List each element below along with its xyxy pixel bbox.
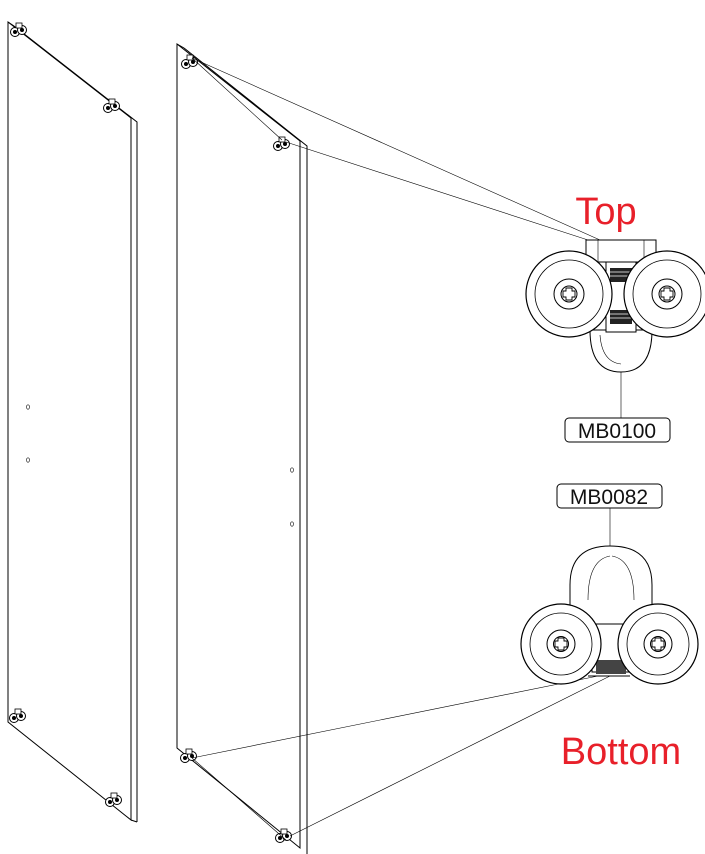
wheel-icon (623, 250, 705, 338)
callout-lines (191, 57, 611, 841)
wheel-icon (520, 603, 602, 685)
right-glass-panel (176, 42, 308, 854)
top-roller-assembly (525, 239, 705, 418)
wheel-icon (525, 250, 613, 338)
top-label: Top (575, 191, 636, 233)
screw-head-icon (660, 287, 674, 301)
bottom-roller-assembly (520, 508, 699, 685)
panel-hole (290, 467, 294, 473)
spring-icon (610, 310, 632, 324)
part-label-box-top (564, 417, 671, 443)
part-label-box-bottom (556, 483, 663, 509)
screw-head-icon (562, 287, 576, 301)
panel-hole (26, 404, 30, 410)
bottom-label: Bottom (561, 731, 681, 773)
panel-hole (26, 457, 30, 463)
wheel-icon (617, 603, 699, 685)
left-glass-panel (7, 20, 138, 823)
screw-head-icon (554, 637, 568, 651)
panel-hole (290, 521, 294, 527)
screw-head-icon (651, 637, 665, 651)
part-number-bottom: MB0082 (570, 486, 648, 509)
part-number-top: MB0100 (578, 420, 656, 443)
